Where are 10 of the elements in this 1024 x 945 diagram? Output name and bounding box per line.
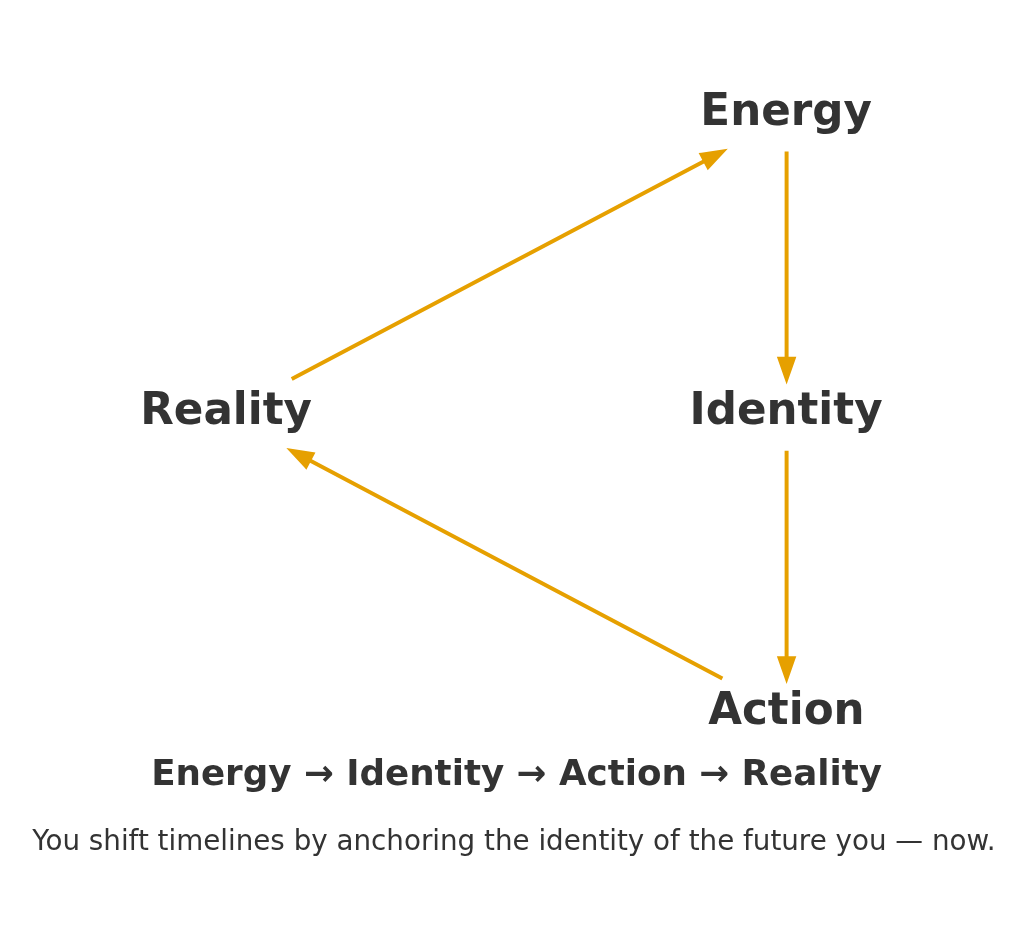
arrow [776, 151, 797, 385]
node-text: Energy [700, 84, 872, 135]
arrow [286, 448, 724, 681]
node-text: Identity [689, 384, 883, 435]
caption: You shift timelines by anchoring the identity of the future you — now. [32, 823, 996, 857]
arrow [776, 450, 797, 684]
node-text: Action [708, 683, 865, 734]
diagram-title: Energy → Identity → Action → Reality [151, 751, 883, 793]
arrow [290, 148, 728, 381]
node-text: Reality [140, 384, 313, 435]
